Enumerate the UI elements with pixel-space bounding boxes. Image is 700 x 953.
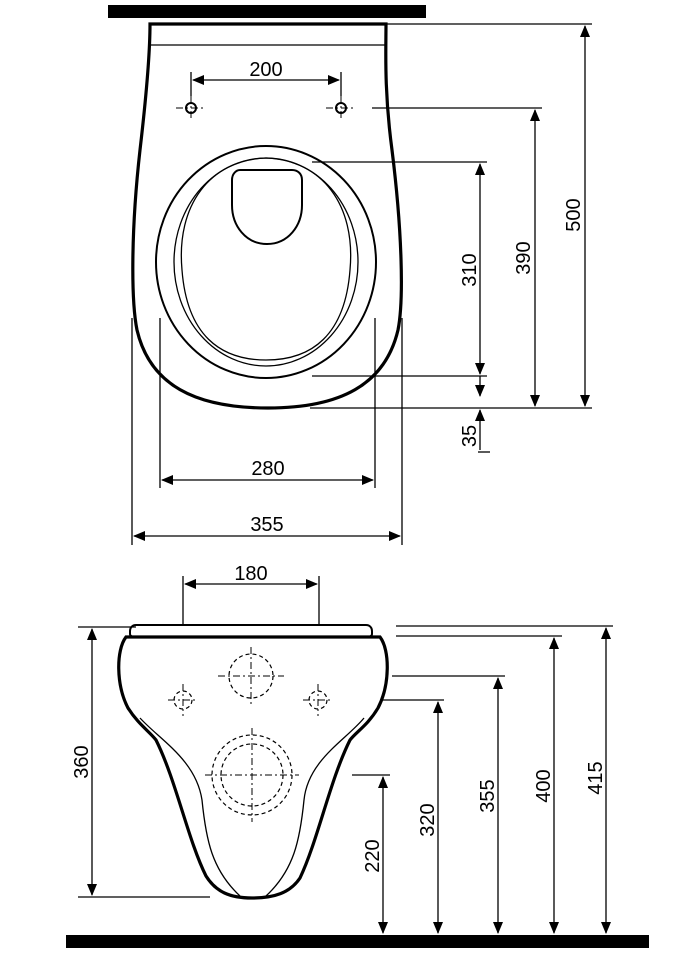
- front-view: 180 360 220 320 355 400 415: [66, 563, 649, 948]
- mounting-hole-right: [326, 96, 356, 120]
- bowl-outline-front: [117, 635, 389, 900]
- pedestal-inner-left: [139, 717, 241, 897]
- seat-lid: [129, 624, 373, 638]
- dim-rim-height: 400: [533, 769, 555, 802]
- mounting-hole-left: [176, 96, 206, 120]
- inlet-center: [218, 647, 284, 705]
- dim-hole-to-front: 390: [513, 241, 535, 274]
- fixing-left: [168, 684, 198, 716]
- dim-bowl-height: 360: [71, 745, 93, 778]
- seat-inner-rim: [180, 157, 352, 361]
- seat-outer-ring: [155, 145, 377, 379]
- wall-bar-top: [108, 5, 426, 18]
- dim-upper-hole-height: 355: [477, 779, 499, 812]
- dim-inner-width: 280: [251, 458, 284, 480]
- dim-overall-length: 500: [563, 198, 585, 231]
- dim-lower-hole-height: 320: [417, 803, 439, 836]
- outlet-circle: [205, 728, 299, 822]
- floor-bar: [66, 935, 649, 948]
- bowl-outline-top: [131, 22, 403, 410]
- flush-opening: [231, 169, 303, 246]
- dim-outlet-height: 220: [362, 839, 384, 872]
- dim-seat-length: 310: [459, 253, 481, 286]
- pedestal-inner-right: [265, 717, 365, 897]
- fixing-right: [303, 684, 333, 716]
- dim-hole-spacing: 200: [249, 59, 282, 81]
- dim-top-width: 180: [234, 563, 267, 585]
- dim-overall-width: 355: [250, 514, 283, 536]
- dim-seat-height: 415: [585, 761, 607, 794]
- dim-front-offset: 35: [459, 425, 481, 447]
- top-view: 200 310 390 500 35 280 355: [108, 5, 592, 545]
